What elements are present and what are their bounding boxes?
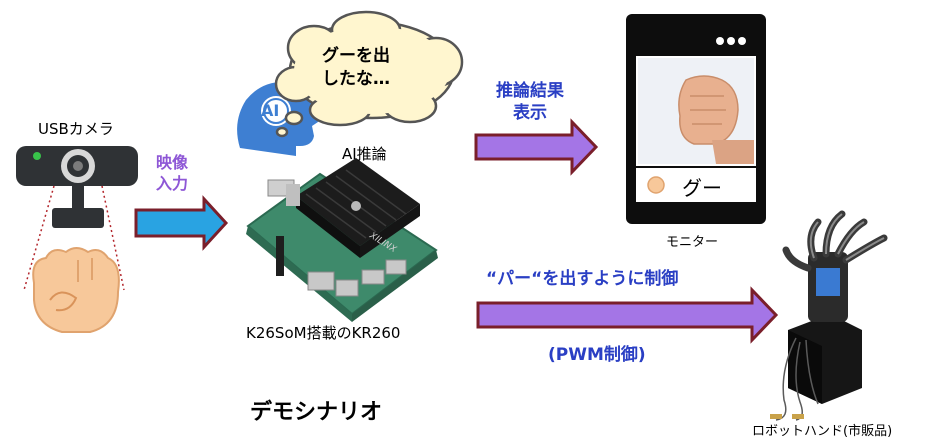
fist-icon [32,247,120,333]
thought-bubble [274,10,464,138]
kr260-board [246,158,438,322]
speech-bubble-text: グーを出 したな… [322,45,390,91]
control-line1: “パー“を出すように制御 [486,269,679,289]
video-input-arrow [134,195,229,251]
speech-bubble-line1: グーを出 [322,46,390,66]
monitor-label: モニター [666,235,719,250]
usb-camera-label: USBカメラ [38,120,114,138]
usb-camera-icon [16,146,138,228]
small-fist-icon [647,176,665,194]
robot-hand-icon [770,210,888,421]
inference-display-arrow [474,118,599,176]
control-arrow [476,286,779,344]
speech-bubble-line2: したな… [322,69,390,89]
monitor-device [626,14,766,224]
scenario-title: デモシナリオ [250,400,383,425]
video-input-label: 映像 入力 [148,152,196,194]
inference-display-line2: 表示 [513,103,547,123]
video-input-line2: 入力 [155,174,188,193]
inference-display-label: 推論結果 表示 [484,80,576,124]
camera-view-lines [23,185,125,291]
inference-display-line1: 推論結果 [496,81,564,101]
ai-icon-text: AI [261,101,280,120]
robot-hand-label: ロボットハンド(市販品) [752,424,893,439]
ai-inference-label: AI推論 [342,145,387,163]
monitor-result-text: グー [682,176,722,200]
control-line2: (PWM制御) [548,345,646,365]
board-label: K26SoM搭載のKR260 [246,324,401,342]
video-input-line1: 映像 [155,153,188,172]
